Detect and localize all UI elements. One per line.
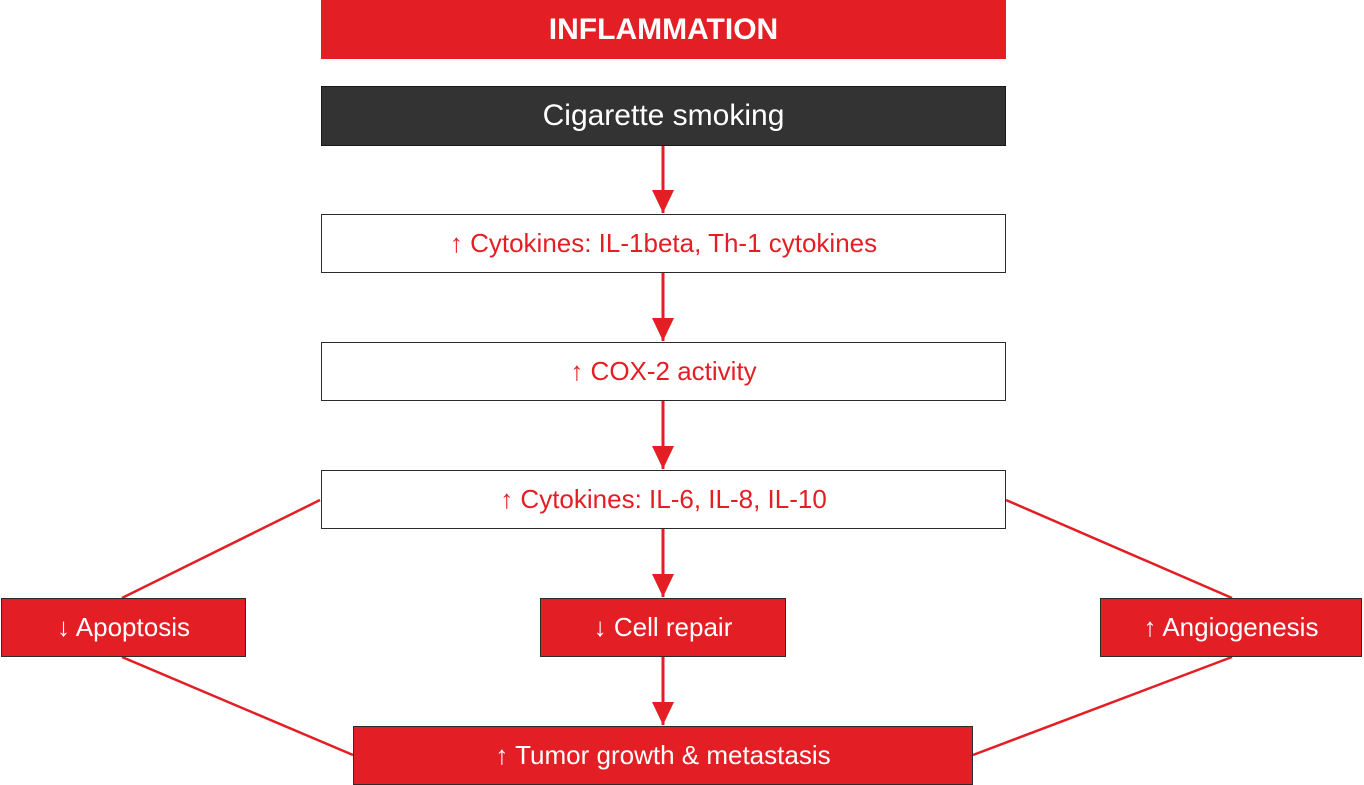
line-angiogenesis-to-tumor <box>972 655 1233 757</box>
arrowhead-3 <box>652 446 674 469</box>
node-cox2-activity: ↑ COX-2 activity <box>321 342 1006 401</box>
line-il6-to-angiogenesis <box>1005 498 1233 600</box>
node-cell-repair: ↓ Cell repair <box>540 598 786 657</box>
node-cox2-activity-label: ↑ COX-2 activity <box>570 356 757 386</box>
node-apoptosis-label: ↓ Apoptosis <box>57 612 190 642</box>
arrowhead-1 <box>652 190 674 213</box>
node-apoptosis: ↓ Apoptosis <box>1 598 246 657</box>
node-angiogenesis-label: ↑ Angiogenesis <box>1143 612 1319 642</box>
node-cytokines-il6: ↑ Cytokines: IL-6, IL-8, IL-10 <box>321 470 1006 529</box>
line-apoptosis-to-tumor <box>121 655 354 757</box>
arrowhead-2 <box>652 318 674 341</box>
node-cytokines-il1: ↑ Cytokines: IL-1beta, Th-1 cytokines <box>321 214 1006 273</box>
node-tumor-growth-label: ↑ Tumor growth & metastasis <box>495 740 831 770</box>
node-cytokines-il6-label: ↑ Cytokines: IL-6, IL-8, IL-10 <box>500 484 827 514</box>
node-cigarette-smoking: Cigarette smoking <box>321 86 1006 146</box>
node-cell-repair-label: ↓ Cell repair <box>593 612 733 642</box>
node-angiogenesis: ↑ Angiogenesis <box>1100 598 1362 657</box>
node-cytokines-il1-label: ↑ Cytokines: IL-1beta, Th-1 cytokines <box>449 228 878 258</box>
diagram-title: INFLAMMATION <box>321 0 1006 59</box>
node-tumor-growth: ↑ Tumor growth & metastasis <box>353 726 973 785</box>
arrowhead-4 <box>652 574 674 597</box>
line-il6-to-apoptosis <box>121 498 321 600</box>
node-cigarette-smoking-label: Cigarette smoking <box>542 99 785 132</box>
arrowhead-5 <box>652 702 674 725</box>
